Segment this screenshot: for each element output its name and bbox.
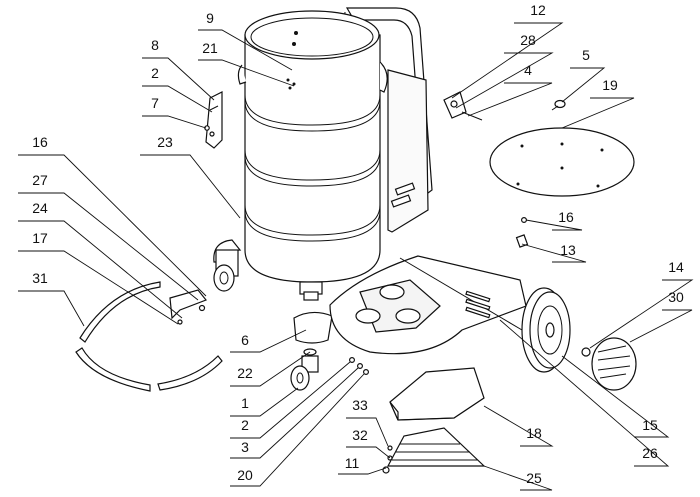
leader-line-c4 [467, 82, 553, 117]
clamp-latch [443, 91, 483, 121]
leader-line-c19 [561, 97, 635, 129]
filter-cap [293, 311, 333, 344]
base-plate [329, 255, 527, 355]
front-caster [290, 348, 319, 391]
callout-label-c17: 17 [32, 230, 48, 246]
callout-label-c15: 15 [642, 417, 658, 433]
lid-knob [551, 99, 566, 111]
hose-bracket [169, 289, 207, 325]
callout-label-c16a: 16 [32, 134, 48, 150]
leader-line-c17 [18, 250, 179, 325]
leader-line-c9 [198, 29, 293, 71]
leader-line-c5 [561, 67, 606, 103]
drum-tank [213, 10, 388, 301]
leader-line-c11 [338, 467, 387, 475]
callout-label-c7: 7 [151, 95, 159, 111]
callout-label-c2b: 2 [241, 417, 249, 433]
callout-label-c33: 33 [352, 397, 368, 413]
leader-line-c12 [451, 22, 564, 99]
leader-line-c16b [525, 219, 583, 231]
callout-label-c6: 6 [241, 332, 249, 348]
leader-line-c21 [198, 59, 295, 87]
hub-cover [591, 337, 637, 391]
callout-label-c21: 21 [202, 40, 218, 56]
callout-label-c9: 9 [206, 10, 214, 26]
filter-lid [489, 127, 635, 197]
leader-line-c22 [230, 351, 311, 387]
callout-label-c26: 26 [642, 445, 658, 461]
rear-caster [213, 249, 239, 292]
battery-cover [389, 367, 485, 421]
callout-label-c22: 22 [237, 365, 253, 381]
callout-label-c25: 25 [526, 470, 542, 486]
leader-line-c2b [230, 361, 351, 439]
callout-label-c8: 8 [151, 37, 159, 53]
large-wheel [521, 287, 571, 373]
bumper-strips [75, 281, 223, 392]
callout-label-c24: 24 [32, 200, 48, 216]
leader-line-c23 [140, 154, 241, 219]
leader-line-c14 [589, 279, 694, 349]
callout-label-c3: 3 [241, 439, 249, 455]
leader-line-c32 [346, 446, 391, 459]
bracket-clip [204, 91, 223, 149]
leader-line-c20 [230, 373, 365, 487]
hub-washer [581, 347, 591, 357]
callout-label-c19: 19 [602, 77, 618, 93]
leader-line-c2a [142, 85, 213, 113]
leader-line-c1 [230, 387, 299, 417]
leader-line-c18 [483, 405, 554, 447]
callout-label-c4: 4 [524, 62, 532, 78]
leader-line-c6 [230, 329, 307, 353]
callout-label-c20: 20 [237, 467, 253, 483]
callout-label-c23: 23 [157, 134, 173, 150]
leader-line-c27 [18, 192, 199, 301]
leader-line-c33 [346, 417, 389, 447]
callout-label-c18: 18 [526, 425, 542, 441]
leader-line-c16a [18, 154, 207, 297]
leader-line-c28 [455, 52, 554, 109]
callout-label-c28: 28 [520, 32, 536, 48]
leader-line-c3 [230, 367, 359, 459]
screws-set [349, 357, 370, 376]
leader-line-c25 [483, 465, 553, 491]
callout-label-c32: 32 [352, 427, 368, 443]
callout-label-c2a: 2 [151, 65, 159, 81]
callout-label-c16b: 16 [558, 209, 574, 225]
callout-label-c5: 5 [582, 47, 590, 63]
grommet [515, 234, 529, 248]
leader-line-c15 [561, 355, 670, 438]
leader-line-c24 [18, 220, 183, 319]
callout-label-c1: 1 [241, 395, 249, 411]
leader-line-c26 [499, 319, 670, 467]
callout-label-c13: 13 [560, 242, 576, 258]
leader-lines [18, 22, 694, 491]
handle-frame [342, 7, 433, 233]
leader-line-c7 [142, 115, 207, 129]
callout-labels: 9218272316272417311228451916131430622123… [32, 2, 684, 486]
callout-label-c14: 14 [668, 259, 684, 275]
leader-line-c30 [629, 309, 693, 343]
screw-small [520, 217, 527, 224]
floor-grille [382, 427, 486, 474]
callout-label-c11: 11 [345, 455, 360, 471]
callout-label-c30: 30 [668, 289, 684, 305]
callout-label-c31: 31 [32, 270, 48, 286]
leader-line-c8 [142, 57, 215, 101]
callout-label-c27: 27 [32, 172, 48, 188]
callout-label-c12: 12 [530, 2, 546, 18]
leader-line-c31 [18, 290, 85, 327]
leader-line-c13 [521, 243, 587, 263]
